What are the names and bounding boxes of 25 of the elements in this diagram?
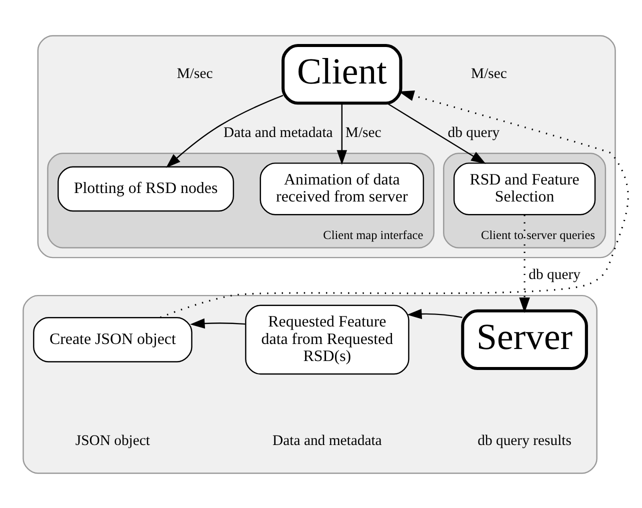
label: JSON object (75, 432, 150, 449)
label: db query results (478, 432, 572, 449)
cluster (37, 34, 616, 258)
label: Data and metadata (272, 432, 382, 449)
node-box: RSD and Feature Selection (453, 162, 596, 215)
label: M/sec (471, 66, 507, 82)
arrow (336, 102, 348, 164)
edge-label: db query (528, 266, 580, 283)
node-box: Create JSON object (33, 316, 192, 362)
edge-label: Data and metadata (224, 124, 333, 140)
arrow (386, 102, 486, 164)
cluster (22, 294, 598, 474)
arrow (166, 94, 284, 168)
arrow (160, 90, 629, 318)
node-box: Requested Feature data from Requested RSD(s) (245, 304, 410, 374)
arrow (190, 318, 246, 328)
edge-label: M/sec (345, 124, 382, 140)
node-box: Plotting of RSD nodes (58, 166, 234, 212)
label: M/sec (176, 66, 213, 82)
node-box: Server (461, 308, 588, 370)
node-box: Client (282, 43, 402, 104)
arrow (519, 214, 530, 312)
arrow (407, 308, 462, 319)
edge-label: db query (448, 124, 500, 140)
node-box: Animation of data received from server (260, 162, 424, 215)
